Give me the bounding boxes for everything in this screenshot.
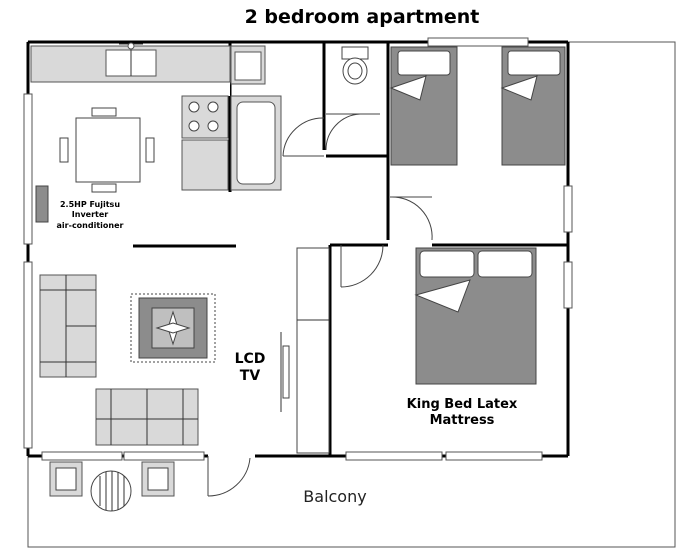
sofa-bottom [95, 388, 199, 446]
single-bed-left [389, 46, 458, 166]
aircon-label-line3: air-conditioner [57, 221, 124, 230]
single-bed-right [500, 46, 566, 166]
dining-table [59, 107, 155, 193]
balcony-label: Balcony [303, 487, 366, 506]
plan-title: 2 bedroom apartment [245, 6, 480, 28]
rug [130, 293, 216, 363]
tv-label-line2: TV [240, 368, 261, 384]
balcony-table [90, 470, 132, 512]
king-bed-label-line2: Mattress [430, 413, 495, 428]
laundry-sink [230, 45, 266, 85]
tv-label-line1: LCD [235, 351, 266, 367]
balcony-chair-right [141, 461, 175, 497]
aircon-label-line2: Inverter [72, 210, 109, 219]
lcd-tv [280, 332, 290, 412]
bathtub [230, 95, 282, 191]
doors [207, 113, 433, 497]
wardrobe [296, 247, 330, 454]
windows [23, 37, 573, 461]
king-bed [414, 247, 537, 385]
sofa-left [39, 274, 97, 378]
stove [181, 95, 229, 191]
air-conditioner-icon [35, 185, 49, 223]
kitchen-counter [30, 42, 231, 83]
aircon-label-line1: 2.5HP Fujitsu [60, 200, 120, 209]
toilet [341, 46, 369, 85]
king-bed-label-line1: King Bed Latex [407, 397, 518, 412]
balcony-chair-left [49, 461, 83, 497]
